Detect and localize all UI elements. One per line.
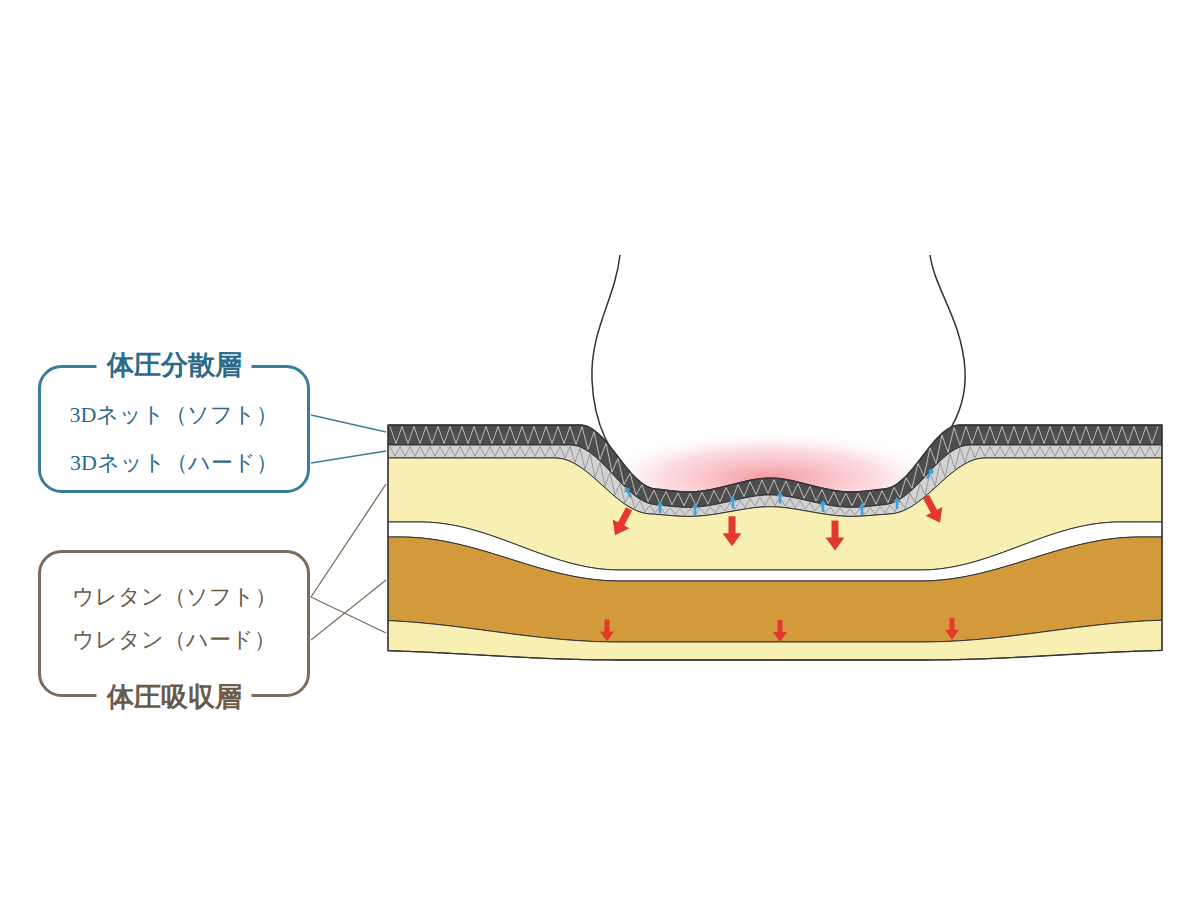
net-hard-texture (390, 447, 1160, 515)
mattress-outline (388, 425, 1162, 660)
callout-bracket: ウレタン（ソフト）ウレタン（ハード）体圧吸収層 (38, 550, 310, 697)
leader-line (311, 451, 386, 463)
pressure-arrow (826, 520, 845, 550)
pressure-arrows (600, 466, 959, 642)
layer-group-heading: 体圧分散層 (97, 349, 252, 381)
callout-bracket: 体圧分散層3Dネット（ソフト）3Dネット（ハード） (38, 365, 310, 493)
support-arrow (657, 501, 664, 513)
leader-line (311, 580, 386, 640)
layer-name: 3Dネット（ハード） (70, 450, 278, 476)
support-arrow (894, 497, 901, 509)
net-soft-texture (390, 427, 1158, 506)
support-arrow (859, 503, 866, 515)
pressure-arrow-small (945, 618, 959, 640)
leader-line (311, 484, 386, 597)
mattress-layers (388, 425, 1162, 660)
pressure-arrow-small (773, 620, 787, 642)
pressure-arrow (723, 516, 742, 546)
support-arrow (692, 503, 699, 515)
layer-group-heading: 体圧吸収層 (97, 681, 252, 713)
bracket-outline (38, 550, 310, 697)
leader-lines (311, 415, 386, 640)
base-layer (388, 620, 1162, 660)
layer-name: ウレタン（ソフト） (72, 584, 277, 610)
leader-line (311, 597, 386, 633)
support-arrow (622, 485, 634, 499)
leader-line (311, 415, 386, 432)
support-arrow (777, 491, 784, 503)
pressure-arrow (918, 492, 949, 527)
urethane-hard-layer (388, 537, 1162, 642)
pressure-arrow (607, 504, 638, 539)
layer-name: ウレタン（ハード） (72, 627, 276, 653)
layer-name: 3Dネット（ソフト） (70, 402, 279, 428)
support-arrow (924, 466, 936, 480)
pressure-arrow-small (600, 620, 614, 642)
support-arrow (730, 497, 737, 509)
support-arrow (820, 500, 827, 512)
